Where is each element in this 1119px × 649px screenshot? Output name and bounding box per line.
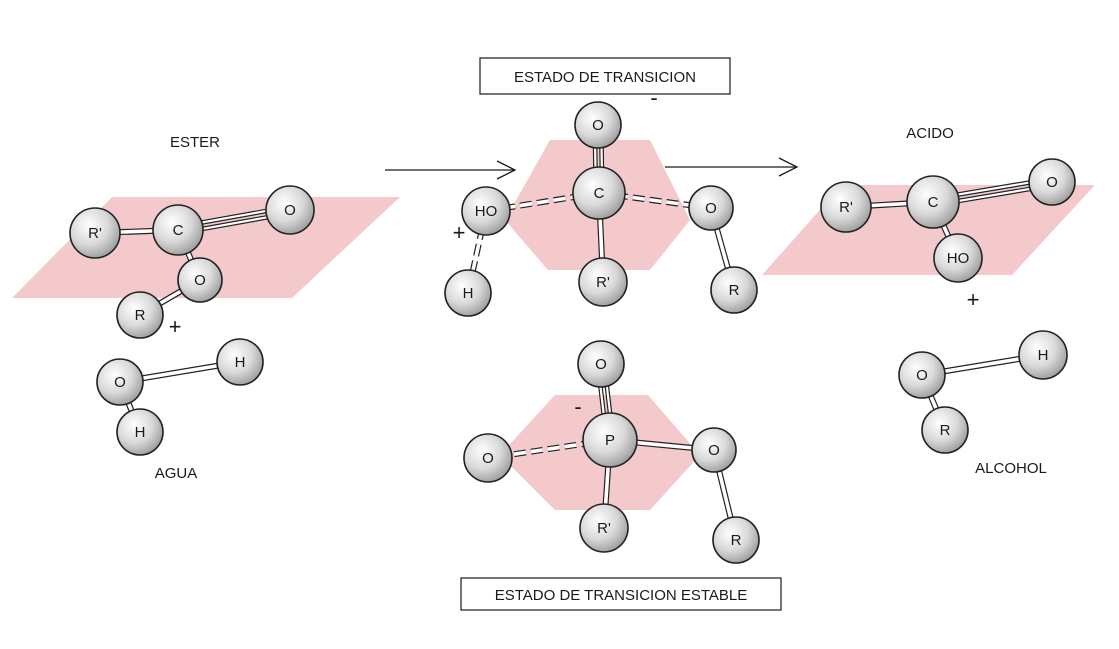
atom-sts-phosphorus: P — [582, 412, 638, 468]
atom-ester-oxygen-double-label: O — [284, 202, 296, 219]
transition-state-box: ESTADO DE TRANSICION — [479, 57, 731, 95]
atom-ester-oxygen-label: O — [194, 272, 206, 289]
atom-acid-rprime: R' — [820, 181, 872, 233]
label-transition-state: ESTADO DE TRANSICION — [514, 69, 696, 86]
atom-sts-oxygen-top-label: O — [595, 356, 607, 373]
atom-water-hydrogen-1-label: H — [235, 354, 246, 371]
atom-ester-carbon-label: C — [173, 222, 184, 239]
atom-ts-hydrogen: H — [444, 269, 492, 317]
atom-alcohol-hydrogen-label: H — [1038, 347, 1049, 364]
atom-sts-oxygen-right-label: O — [708, 442, 720, 459]
atom-alcohol-r-label: R — [940, 422, 951, 439]
atom-water-hydrogen-2-label: H — [135, 424, 146, 441]
label-water: AGUA — [155, 465, 198, 482]
atom-alcohol-oxygen: O — [898, 351, 946, 399]
plus-sign-water: + — [169, 314, 182, 339]
atom-ts-oxygen-right: O — [688, 185, 734, 231]
atom-acid-hydroxyl: HO — [933, 233, 983, 283]
atom-ts-r: R — [710, 266, 758, 314]
atom-sts-rprime: R' — [579, 503, 629, 553]
atom-sts-rprime-label: R' — [597, 520, 611, 537]
atom-ts-carbon-label: C — [594, 185, 605, 202]
label-ester: ESTER — [170, 134, 220, 151]
atom-ts-oxygen-top: O — [574, 101, 622, 149]
atom-sts-phosphorus-label: P — [605, 432, 615, 449]
atom-ts-oxygen-top-label: O — [592, 117, 604, 134]
minus-sign-transition: - — [650, 85, 657, 110]
atom-water-hydrogen-1: H — [216, 338, 264, 386]
atom-ts-hydrogen-label: H — [463, 285, 474, 302]
atom-sts-r-label: R — [731, 532, 742, 549]
plus-sign-transition: + — [453, 220, 466, 245]
label-alcohol: ALCOHOL — [975, 460, 1047, 477]
minus-sign-stable: - — [574, 394, 581, 419]
atom-ts-hydroxyl-label: HO — [475, 203, 498, 220]
atom-acid-rprime-label: R' — [839, 199, 853, 216]
atom-water-oxygen: O — [96, 358, 144, 406]
atom-ester-oxygen: O — [177, 257, 223, 303]
atom-water-oxygen-label: O — [114, 374, 126, 391]
atom-ts-carbon: C — [572, 166, 626, 220]
atom-sts-oxygen-right: O — [691, 427, 737, 473]
atom-ts-hydroxyl: HO — [461, 186, 511, 236]
atom-alcohol-r: R — [921, 406, 969, 454]
atom-ester-r-label: R — [135, 307, 146, 324]
atom-ts-r-label: R — [729, 282, 740, 299]
atom-ester-rprime-label: R' — [88, 225, 102, 242]
atom-ts-oxygen-right-label: O — [705, 200, 717, 217]
atom-sts-oxygen-left-label: O — [482, 450, 494, 467]
atom-acid-carbon: C — [906, 175, 960, 229]
atom-acid-carbon-label: C — [928, 194, 939, 211]
atom-sts-oxygen-left: O — [463, 433, 513, 483]
atom-sts-r: R — [712, 516, 760, 564]
atom-acid-oxygen-double-label: O — [1046, 174, 1058, 191]
atom-alcohol-oxygen-label: O — [916, 367, 928, 384]
atom-ester-carbon: C — [152, 204, 204, 256]
atom-acid-hydroxyl-label: HO — [947, 250, 970, 267]
atom-acid-oxygen-double: O — [1028, 158, 1076, 206]
stable-transition-state-box: ESTADO DE TRANSICION ESTABLE — [460, 577, 782, 611]
label-acid: ACIDO — [906, 125, 954, 142]
plus-sign-alcohol: + — [967, 287, 980, 312]
atom-ester-oxygen-double: O — [265, 185, 315, 235]
label-stable-transition-state: ESTADO DE TRANSICION ESTABLE — [495, 587, 748, 604]
atom-ester-r: R — [116, 291, 164, 339]
atom-ts-rprime-label: R' — [596, 274, 610, 291]
atom-ester-rprime: R' — [69, 207, 121, 259]
atom-water-hydrogen-2: H — [116, 408, 164, 456]
atom-ts-rprime: R' — [578, 257, 628, 307]
atom-alcohol-hydrogen: H — [1018, 330, 1068, 380]
atom-sts-oxygen-top: O — [577, 340, 625, 388]
